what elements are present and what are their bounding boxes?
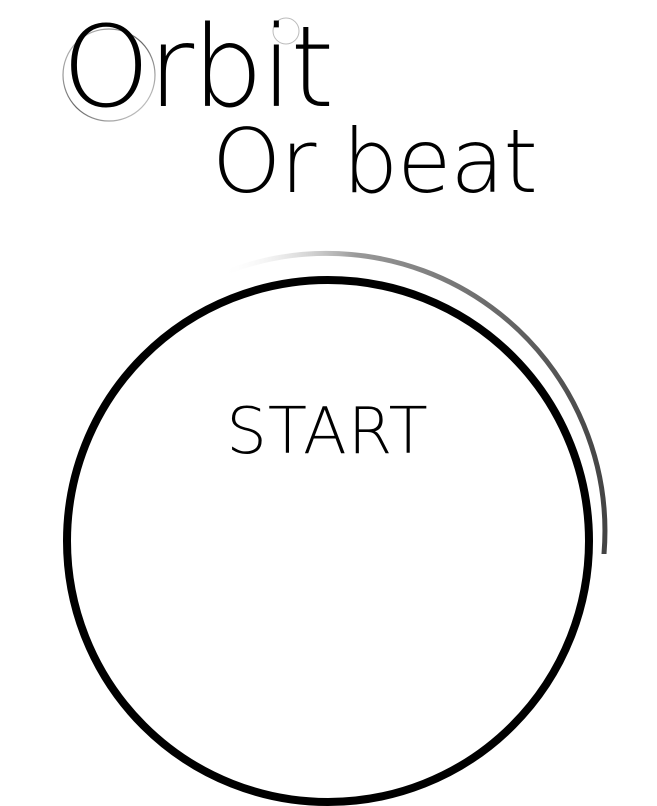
game-title: Orbit <box>62 3 334 133</box>
start-button[interactable] <box>63 276 593 806</box>
game-subtitle: Or beat <box>212 110 538 213</box>
